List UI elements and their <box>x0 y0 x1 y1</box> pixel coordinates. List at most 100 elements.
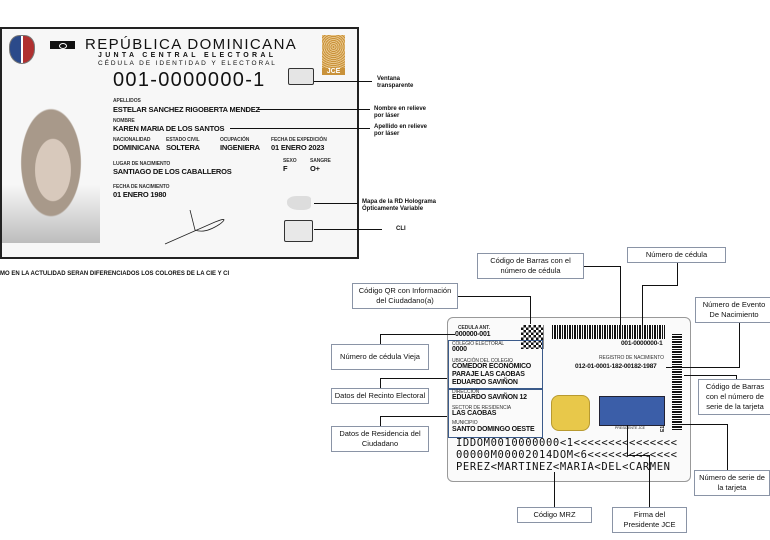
municipio-label: MUNICIPIO <box>452 420 478 426</box>
residence-box <box>448 388 543 438</box>
callout-firma: Firma del Presidente JCE <box>612 507 687 533</box>
ubicacion-line-2: PARAJE LAS CAOBAS <box>452 371 525 378</box>
callout-divider <box>357 27 358 257</box>
barcode-cedula <box>552 325 665 339</box>
arrow-cli <box>314 229 382 230</box>
callout-numero-cedula: Número de cédula <box>627 247 726 263</box>
estado-civil-value: SOLTERA <box>166 143 200 152</box>
jce-logo-text: JCE <box>322 68 345 75</box>
nombre-value: KAREN MARIA DE LOS SANTOS <box>113 124 225 133</box>
ubicacion-line-3: EDUARDO SAVIÑON <box>452 379 518 386</box>
direccion-label: DIRECCION <box>452 389 480 395</box>
chip-icon <box>551 395 590 431</box>
apellidos-label: APELLIDOS <box>113 98 141 104</box>
callout-barcode-cedula: Código de Barras con el número de cédula <box>477 253 584 279</box>
jce-logo: JCE <box>322 35 345 75</box>
card-title: REPÚBLICA DOMINICANA <box>85 36 298 53</box>
ocupacion-label: OCUPACIÓN <box>220 137 250 143</box>
callout-mapa-holograma: Mapa de la RD Holograma Ópticamente Vari… <box>362 199 437 212</box>
connector <box>380 334 455 335</box>
mrz-line-1: IDDOM0010000000<1<<<<<<<<<<<<<<< <box>456 437 678 449</box>
callout-qr: Código QR con Información del Ciudadano(… <box>352 283 458 309</box>
fecha-nac-label: FECHA DE NACIMIENTO <box>113 184 170 190</box>
connector <box>739 323 740 367</box>
ocupacion-value: INGENIERA <box>220 143 260 152</box>
colegio-value: 0000 <box>452 346 467 353</box>
colegio-label: COLEGIO ELECTORAL <box>452 341 505 347</box>
connector <box>684 375 736 376</box>
callout-recinto-electoral: Datos del Recinto Electoral <box>331 388 429 404</box>
expedicion-label: FECHA DE EXPEDICIÓN <box>271 137 327 143</box>
connector <box>677 263 678 285</box>
sector-value: LAS CAOBAS <box>452 410 497 417</box>
connector <box>620 266 621 332</box>
sexo-value: F <box>283 164 288 173</box>
fecha-nac-value: 01 ENERO 1980 <box>113 190 167 199</box>
signature-panel <box>599 396 665 426</box>
callout-numero-serie: Número de serie de la tarjeta <box>694 470 770 496</box>
municipio-value: SANTO DOMINGO OESTE <box>452 426 535 433</box>
lugar-value: SANTIAGO DE LOS CABALLEROS <box>113 167 232 176</box>
cli-window <box>284 220 313 242</box>
connector <box>380 416 447 417</box>
arrow-nombre <box>258 109 370 110</box>
registro-value: 012-01-0001-182-00182-1987 <box>575 363 657 370</box>
sangre-label: SANGRE <box>310 158 331 164</box>
nacionalidad-label: NACIONALIDAD <box>113 137 151 143</box>
id-number: 001-0000000-1 <box>113 69 266 91</box>
ubicacion-label: UBICACIÓN DEL COLEGIO <box>452 358 513 364</box>
callout-barcode-serie: Código de Barras con el número de serie … <box>698 379 770 415</box>
firma-label: PRESIDENTE JCE <box>615 426 645 430</box>
card-subtitle-jce: JUNTA CENTRAL ELECTORAL <box>98 52 277 59</box>
estado-civil-label: ESTADO CIVIL <box>166 137 200 143</box>
connector <box>380 378 447 379</box>
connector <box>672 424 728 425</box>
electoral-box <box>448 340 543 390</box>
callout-residencia: Datos de Residencia del Ciudadano <box>331 426 429 452</box>
direccion-value: EDUARDO SAVIÑON 12 <box>452 394 527 401</box>
callout-apellido-relieve: Apellido en relieve por láser <box>374 124 428 137</box>
arrow-ventana <box>314 81 372 82</box>
cedula-ant-value: 000000-001 <box>455 331 491 338</box>
sector-label: SECTOR DE RESIDENCIA <box>452 405 512 411</box>
connector <box>380 378 381 388</box>
ubicacion-line-1: COMEDOR ECONÓMICO <box>452 363 532 370</box>
connector <box>530 296 531 324</box>
connector <box>627 455 649 456</box>
transparent-window <box>288 68 314 85</box>
callout-nombre-relieve: Nombre en relieve por láser <box>374 106 427 119</box>
coat-of-arms-icon <box>9 35 35 64</box>
connector <box>649 455 650 507</box>
connector <box>642 285 643 337</box>
callout-cedula-vieja: Número de cédula Vieja <box>331 344 429 370</box>
cedula-ant-label: CEDULA ANT. <box>458 325 490 331</box>
nombre-label: NOMBRE <box>113 118 135 124</box>
connector <box>584 266 620 267</box>
connector <box>666 367 740 368</box>
arrow-mapa <box>314 203 358 204</box>
qr-code <box>521 325 544 349</box>
lugar-label: LUGAR DE NACIMIENTO <box>113 161 171 167</box>
card-subtitle-cedula: CÉDULA DE IDENTIDAD Y ELECTORAL <box>98 60 277 67</box>
footnote: MO EN LA ACTULIDAD SERAN DIFERENCIADOS L… <box>0 271 230 277</box>
back-id-number: 001-0000000-1 <box>621 340 663 347</box>
callout-ventana: Ventana transparente <box>377 76 414 89</box>
connector <box>727 424 728 470</box>
signature <box>164 210 225 245</box>
nacionalidad-value: DOMINICANA <box>113 143 160 152</box>
callout-cli: CLI <box>396 226 406 232</box>
expedicion-value: 01 ENERO 2023 <box>271 143 325 152</box>
connector <box>736 375 737 379</box>
registro-label: REGISTRO DE NACIMIENTO <box>599 355 664 361</box>
apellidos-value: ESTELAR SANCHEZ RIGOBERTA MENDEZ <box>113 105 260 114</box>
mrz-line-3: PEREZ<MARTINEZ<MARIA<DEL<CARMEN <box>456 461 671 473</box>
connector <box>380 416 381 426</box>
connector <box>458 296 530 297</box>
mrz-line-2: 00000M00002014DOM<6<<<<<<<<<<<<< <box>456 449 678 461</box>
flag-icon <box>50 41 75 49</box>
callout-evento-nacimiento: Número de Evento De Nacimiento <box>695 297 770 323</box>
connector <box>642 285 678 286</box>
arrow-apellido <box>230 128 370 129</box>
hologram-map-icon <box>287 196 311 210</box>
sangre-value: O+ <box>310 164 320 173</box>
